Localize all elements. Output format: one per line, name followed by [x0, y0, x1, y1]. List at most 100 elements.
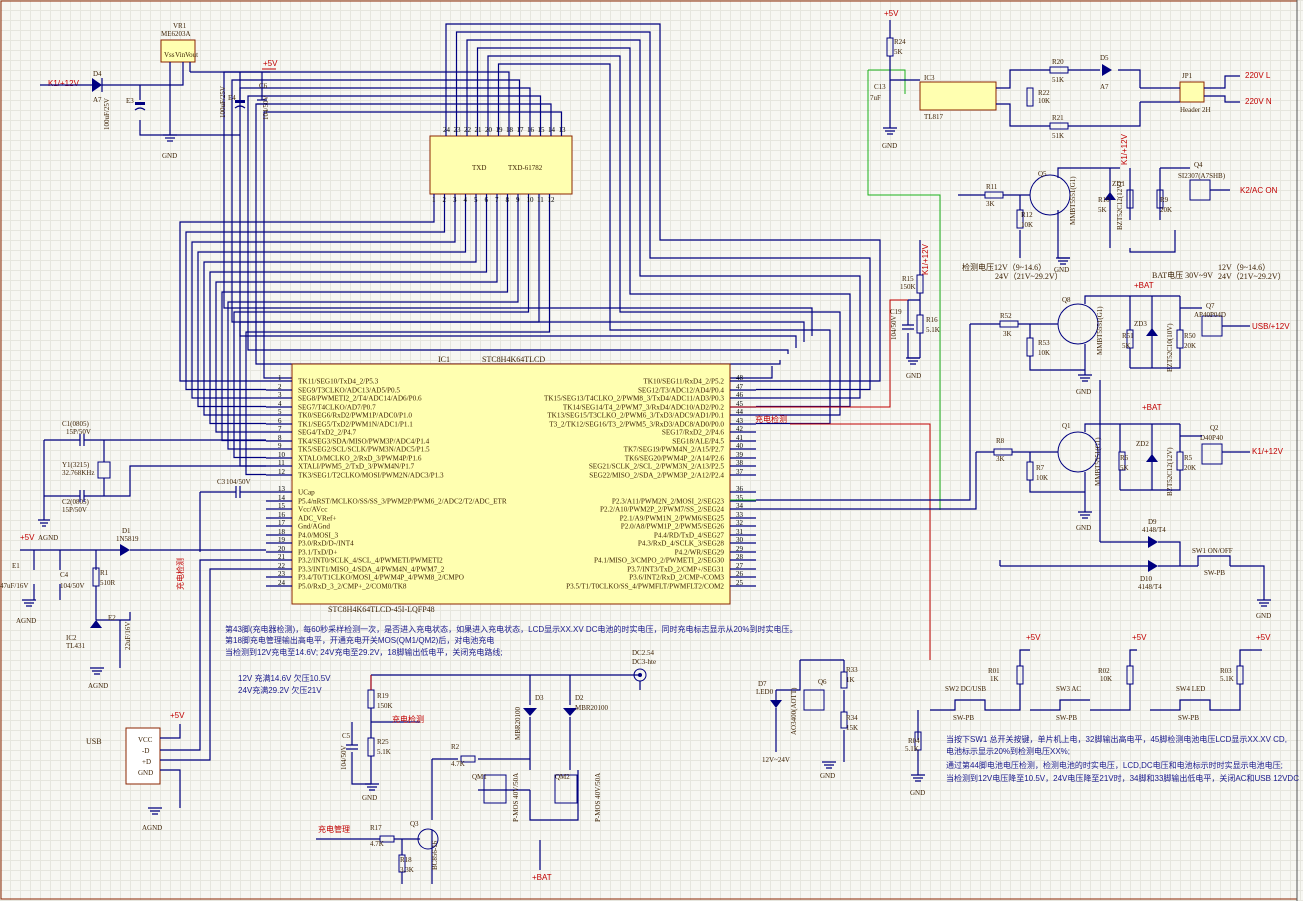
bus-wire — [215, 210, 498, 433]
bus-wire — [247, 95, 789, 354]
r20-ref: R20 — [1052, 58, 1064, 66]
d4-diode-symbol — [92, 78, 102, 92]
mcu-pin-number: 10 — [278, 451, 286, 459]
d4-value: A7 — [93, 96, 102, 104]
dc-ref: DC2.54 — [632, 649, 654, 657]
dc-value: DC3-hte — [632, 658, 656, 666]
ic3-ref: IC3 — [924, 74, 935, 82]
sw4-5v-label: +5V — [1256, 633, 1271, 642]
q8-ref: Q8 — [1062, 296, 1071, 304]
d10-ref: D10 — [1140, 575, 1153, 583]
r6-value: 5K — [1120, 464, 1129, 472]
mcu-pin-name: P3.0/RxD/D-/INT4 — [298, 540, 354, 548]
r22-ref: R22 — [1038, 89, 1050, 97]
c1-value: 15P/50V — [66, 428, 91, 436]
ac-l-label: 220V L — [1245, 71, 1271, 80]
mcu-pin-number: 23 — [278, 570, 286, 578]
mcu-pin-name: ADC_VRef+ — [298, 515, 336, 523]
usb-pin-vcc: VCC — [138, 736, 153, 744]
bat-v-label2: 12V（9~14.6） — [1218, 263, 1270, 272]
mcu-pin-name: SEG9/T3CLKO/ADC13/AD5/P0.5 — [298, 387, 400, 395]
lcd-pin-number: 3 — [453, 196, 457, 204]
regulator-vr1: VR1 ME6203A Vss Vin Vout — [160, 22, 198, 78]
mcu-pin-number: 8 — [278, 434, 282, 442]
bus-wire — [227, 210, 519, 450]
k2-label: K2/AC ON — [1240, 186, 1278, 195]
e4-value: 100uF/25V — [219, 86, 227, 118]
usb-ref: USB — [86, 737, 102, 746]
mcu-pin-number: 43 — [736, 417, 744, 425]
c5-value: 104/50V — [340, 746, 348, 771]
r33-ref: R33 — [846, 666, 858, 674]
mcu-pin-name: T3_2/TK12/SEG16/T3_2/PWM5_3/RxD3/ADC8/AD… — [549, 421, 724, 429]
vr1-ref: VR1 — [173, 22, 187, 30]
notes-charger: 第43脚(充电器检测)，每60秒采样检测一次，是否进入充电状态，如果进入充电状态… — [225, 624, 797, 695]
mcu-pin-name: P4.2/WR/SEG29 — [675, 549, 725, 557]
mcu-pin-name: TK13/SEG15/T3CLKO_2/PWM6_3/TxD3/ADC9/AD1… — [547, 412, 724, 420]
q5-ref: Q5 — [1038, 170, 1047, 178]
led-section: D7 LED0 12V~24V Q6 AO3400(AOTT) R33 1K R… — [756, 659, 858, 780]
mcu-pin-name: P5.4/nRST/MCLKO/SS/SS_3/PWM2P/PWM6_2/ADC… — [298, 498, 507, 506]
q6-value: AO3400(AOTT) — [790, 687, 798, 735]
d1-value: 1N5819 — [116, 535, 139, 543]
qm1-value: P-MOS 40V/50A — [512, 773, 520, 822]
note-line4: 12V 充满14.6V 欠压10.5V — [238, 673, 331, 683]
mcu-pin-name: P2.1/A9/PWM1N_2/PWM6/SEG25 — [620, 515, 725, 523]
mcu-pin-name: SEG18/ALE/P4.5 — [672, 438, 724, 446]
mcu-pin-name: TK3/SEG1/T2CLKO/MOSI/PWM2N/ADC3/P1.3 — [298, 472, 444, 480]
r7-ref: R7 — [1036, 464, 1045, 472]
mcu-pin-name: P2.3/A11/PWM2N_2/MOSI_2/SEG23 — [612, 498, 725, 506]
r18-ref: R18 — [400, 856, 412, 864]
note-line9: 当检测到12V电压降至10.5V，24V电压降至21V时，34脚和33脚输出低电… — [946, 773, 1299, 783]
c6-ref: C6 — [259, 82, 268, 90]
d3-ref: D3 — [535, 694, 544, 702]
lcd-pin-number: 18 — [506, 126, 514, 134]
c2-value: 15P/50V — [62, 506, 87, 514]
mcu-pin-number: 6 — [278, 417, 282, 425]
r15-ref: R15 — [902, 275, 914, 283]
r1-ref: R1 — [100, 569, 109, 577]
opto-5v-label: +5V — [884, 9, 899, 18]
q8-bat-label: +BAT — [1134, 281, 1154, 290]
mcu-left-wires — [266, 380, 756, 587]
zd3-ref: ZD3 — [1134, 320, 1147, 328]
lcd-pin-number: 5 — [474, 196, 478, 204]
sw3-ref: SW3 AC — [1056, 685, 1081, 693]
c3-value: 104/50V — [226, 478, 251, 486]
mcu-pin-name: P3.5/T1/T0CLKO/SS_4/PWMFLT/PWMFLT2/COM2 — [566, 583, 724, 591]
r52-value: 3K — [1003, 330, 1012, 338]
d2-ref: D2 — [575, 694, 584, 702]
mcu-pin-name: TK0/SEG6/RxD2/PWM1P/ADC0/P1.0 — [298, 412, 412, 420]
mcu-pin-number: 17 — [278, 519, 286, 527]
lcd-pin-number: 19 — [496, 126, 504, 134]
r50-ref: R50 — [1184, 332, 1196, 340]
r02-value: 10K — [1100, 675, 1112, 683]
r24-value: 5K — [894, 48, 903, 56]
q3-ref: Q3 — [410, 820, 419, 828]
zd3-value: BZT52C10(10V) — [1166, 323, 1174, 372]
r9-value: 20K — [1160, 206, 1172, 214]
q3-value: BC856-16 — [431, 840, 439, 870]
qm2-ref: QM2 — [555, 773, 570, 781]
lcd-pin-number: 8 — [506, 196, 510, 204]
e3-value: 100uF/25V — [103, 98, 111, 130]
mcu-pin-number: 46 — [736, 391, 744, 399]
mcu-pin-name: TK5/SEG2/SCL/SCLK/PWM3N/ADC5/P1.5 — [298, 446, 430, 454]
mcu-pin-number: 33 — [736, 511, 744, 519]
r53-ref: R53 — [1038, 339, 1050, 347]
bus-wire — [487, 55, 841, 416]
ic2-ref: IC2 — [66, 634, 77, 642]
lcd-pin-number: 2 — [443, 196, 447, 204]
lcd-pin-number: 12 — [548, 196, 556, 204]
mcu-pin-number: 1 — [278, 374, 282, 382]
r8-value: 3K — [996, 455, 1005, 463]
r5-value: 20K — [1184, 464, 1196, 472]
mcu-pin-number: 16 — [278, 511, 286, 519]
r9-ref: R9 — [1160, 196, 1169, 204]
gnd-led: GND — [820, 772, 835, 780]
jp1-body — [1179, 81, 1205, 103]
r04-value: 5.1K — [905, 745, 919, 753]
mcu-pin-number: 29 — [736, 545, 744, 553]
